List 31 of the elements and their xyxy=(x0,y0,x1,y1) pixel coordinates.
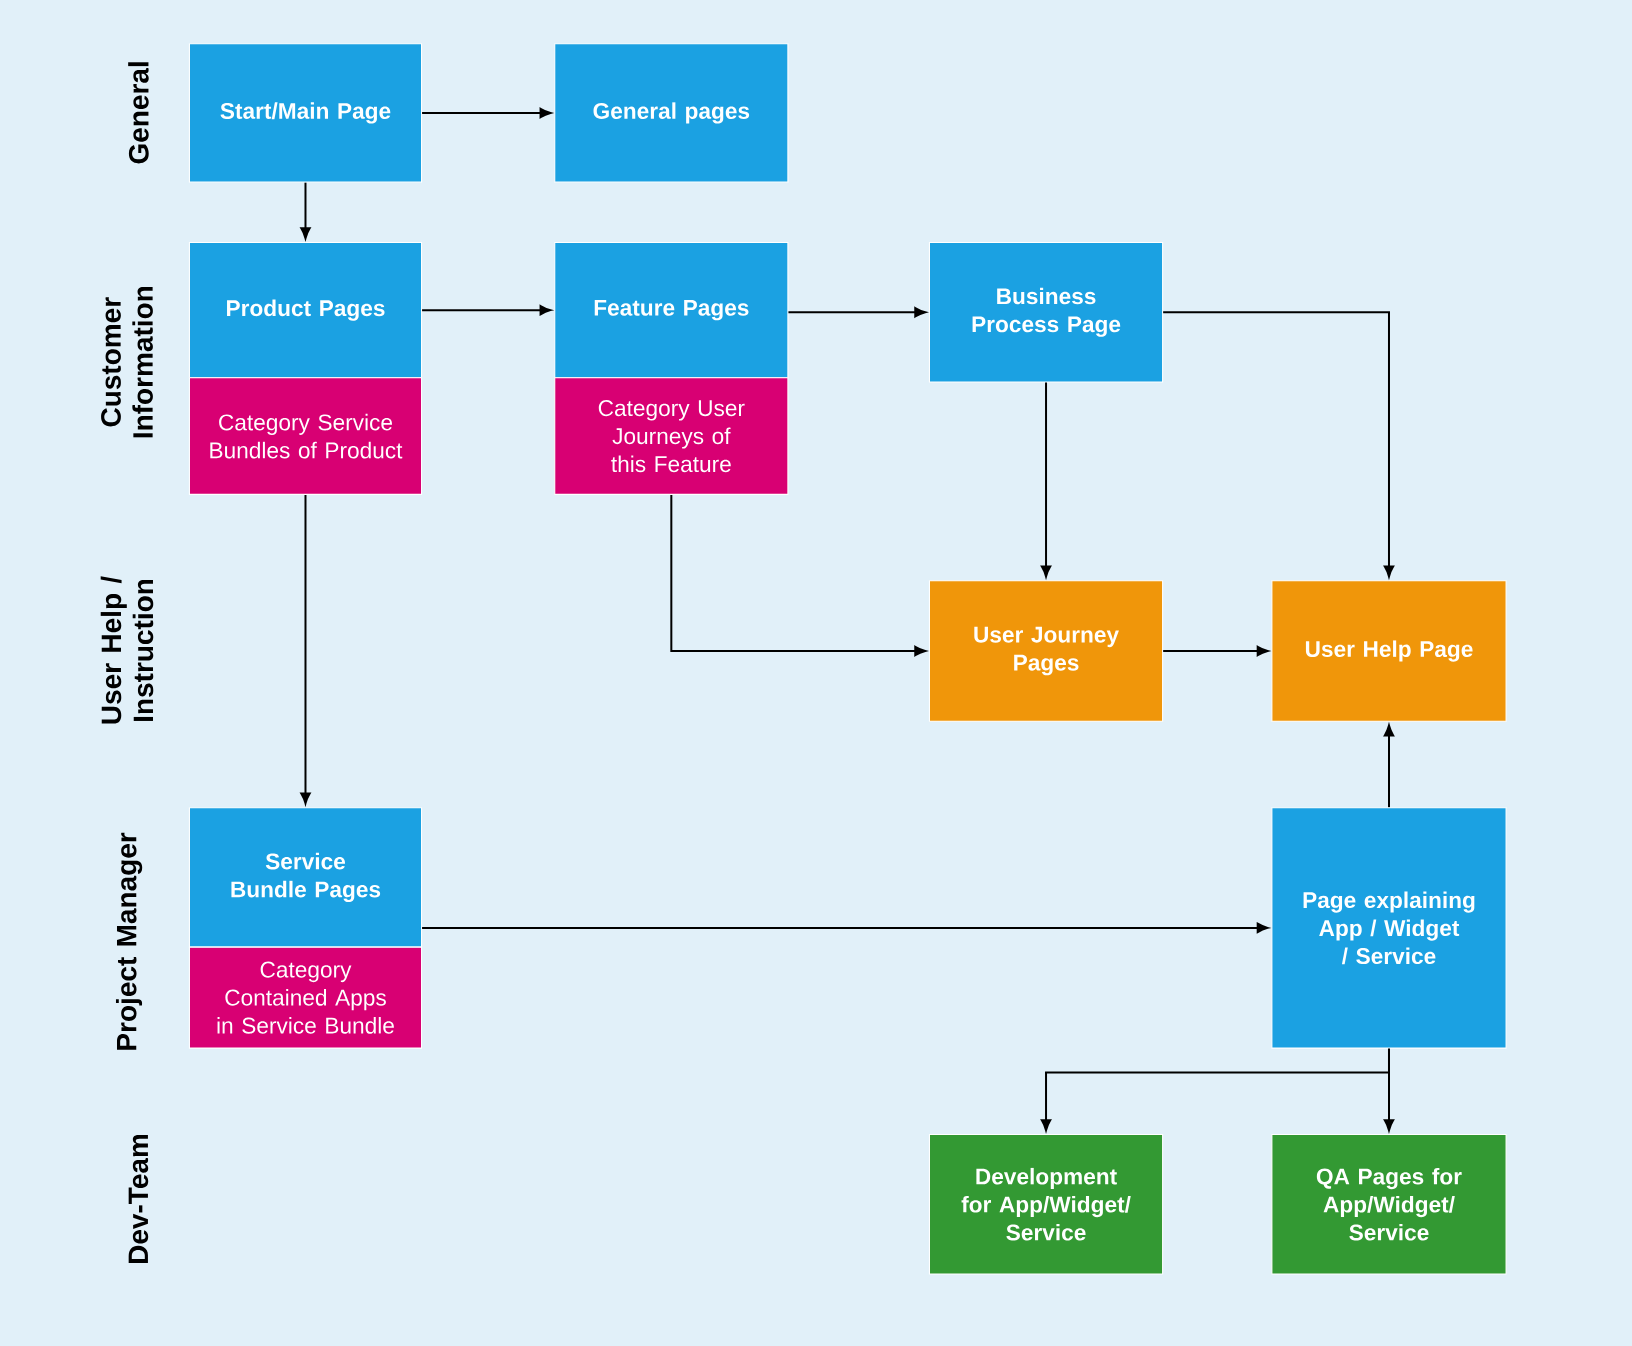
category-box: Category Contained Apps in Service Bundle xyxy=(188,946,423,1049)
arrow xyxy=(1162,311,1395,578)
lane-label: User Help / Instruction xyxy=(100,576,154,724)
arrow xyxy=(1040,381,1052,578)
lane-label: Dev-Team xyxy=(128,1134,149,1263)
page-box: Service Bundle Pages xyxy=(188,807,423,948)
arrow xyxy=(1383,724,1395,809)
lane-label: General xyxy=(128,62,149,164)
arrow xyxy=(300,493,311,805)
lane-label: Customer Information xyxy=(101,286,153,438)
category-box: Category Service Bundles of Product xyxy=(188,377,423,495)
arrow xyxy=(421,107,552,119)
page-box: Development for App/Widget/ Service xyxy=(928,1133,1164,1275)
page-box: User Journey Pages xyxy=(928,580,1164,722)
arrow xyxy=(787,307,927,318)
lane-label: Project Manager xyxy=(115,832,143,1050)
page-box: Page explaining App / Widget / Service xyxy=(1271,807,1507,1049)
page-box: Start/Main Page xyxy=(188,43,423,183)
page-box: General pages xyxy=(554,43,789,183)
page-box: Business Process Page xyxy=(928,241,1164,383)
arrow xyxy=(670,493,927,657)
page-box: User Help Page xyxy=(1271,580,1507,722)
arrow xyxy=(1383,1047,1395,1132)
page-box: QA Pages for App/Widget/ Service xyxy=(1271,1133,1507,1275)
page-box: Product Pages xyxy=(188,241,423,379)
arrow xyxy=(421,305,552,316)
page-box: Feature Pages xyxy=(554,241,789,379)
arrow xyxy=(300,181,311,240)
arrow xyxy=(421,922,1269,934)
arrow xyxy=(1162,645,1269,657)
category-box: Category User Journeys of this Feature xyxy=(554,377,789,495)
